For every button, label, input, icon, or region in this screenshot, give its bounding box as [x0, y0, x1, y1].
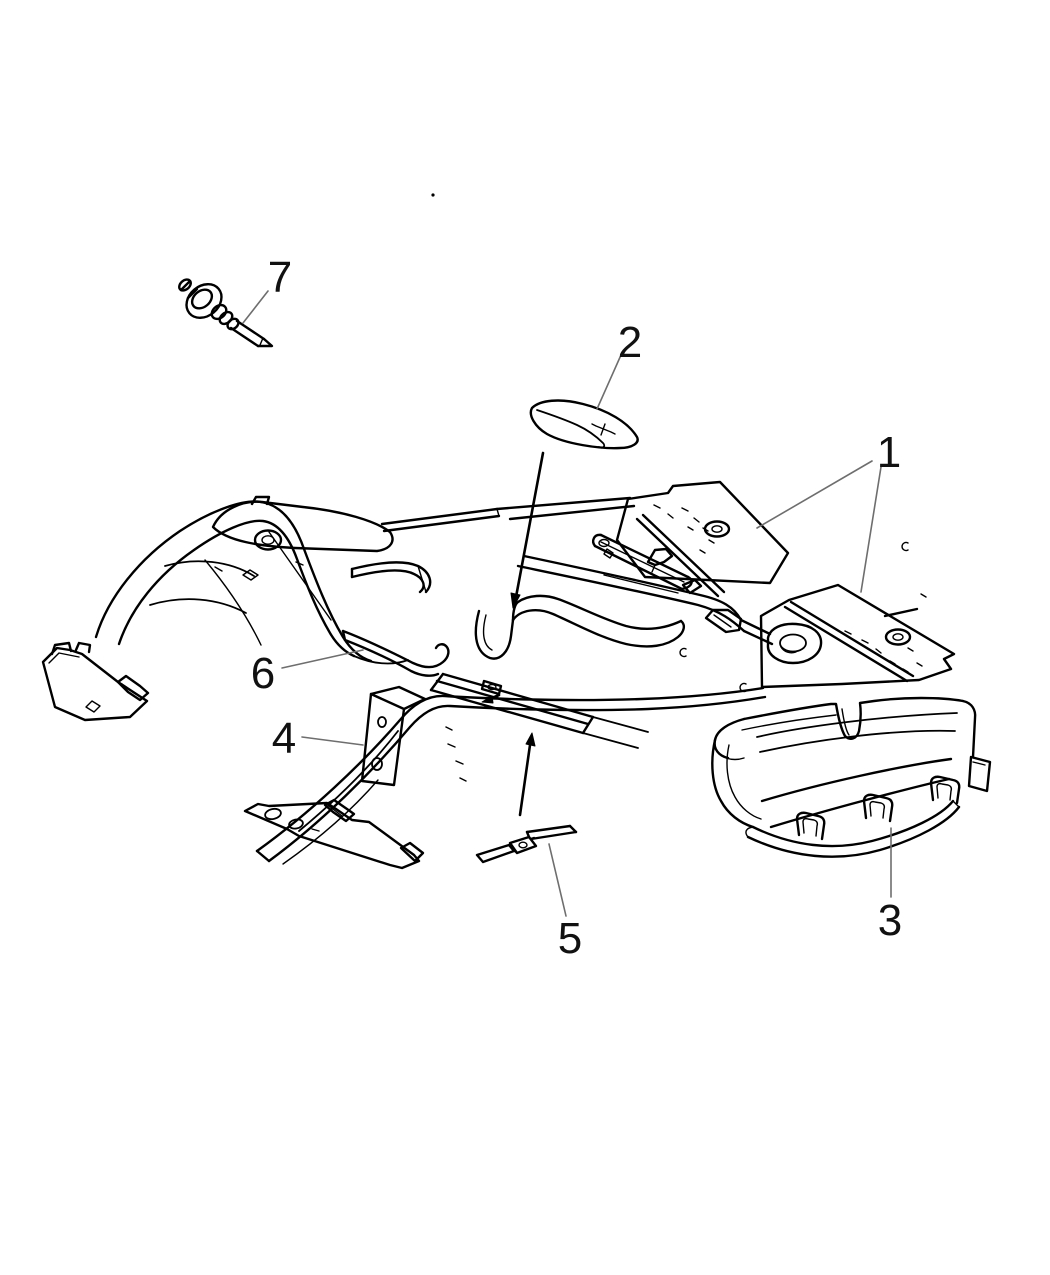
callout-3[interactable]: 3 [878, 896, 902, 945]
floor-pan-assembly [41, 480, 956, 870]
silencer-pad-part [529, 399, 639, 450]
callout-6[interactable]: 6 [251, 649, 275, 698]
callout-5[interactable]: 5 [558, 914, 582, 963]
bracket-part-6 [341, 629, 450, 677]
bracket-part-5 [475, 824, 578, 864]
push-pin-fastener-part [178, 278, 274, 348]
leader-line-1b [860, 466, 882, 593]
leader-line-6 [281, 649, 364, 669]
install-arrow-rail [481, 693, 501, 704]
callout-1[interactable]: 1 [877, 428, 901, 477]
leader-line-5 [548, 843, 567, 917]
callout-7[interactable]: 7 [268, 253, 292, 302]
leader-line-2 [596, 354, 622, 410]
leader-line-1a [756, 460, 873, 529]
print-speck [431, 193, 435, 197]
heat-shield-part [711, 696, 992, 858]
callout-2[interactable]: 2 [618, 318, 642, 367]
bracket-part-4 [360, 685, 427, 787]
install-arrow-pad [510, 451, 545, 609]
callout-4[interactable]: 4 [272, 714, 296, 763]
leader-line-4 [301, 736, 364, 746]
install-arrow-bracket5 [518, 732, 536, 817]
leader-line-7 [242, 290, 269, 324]
